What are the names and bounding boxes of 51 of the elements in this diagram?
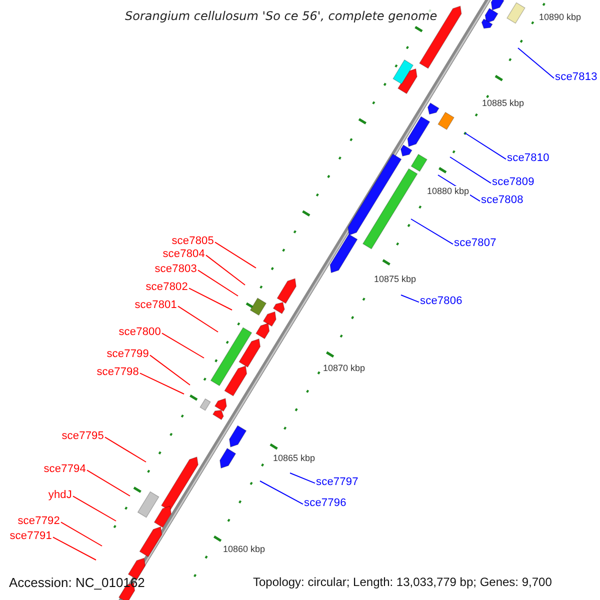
scale-label: 10870 kbp (322, 363, 366, 373)
gene-label: sce7794 (44, 463, 86, 475)
scale-label: 10885 kbp (481, 98, 526, 108)
gene-label: sce7813 (555, 71, 598, 83)
footer-text: Topology: circular; Length: 13,033,779 bp; Genes: 9,700 (253, 575, 552, 589)
gene-label: sce7796 (304, 497, 346, 509)
gene-label: sce7802 (146, 281, 188, 293)
leader-line (206, 254, 246, 286)
gene-label: sce7805 (172, 235, 214, 247)
gene-label: sce7792 (18, 515, 60, 527)
gene-label: sce7807 (454, 237, 496, 249)
leader-line (188, 288, 232, 310)
scale-label: 10865 kbp (272, 453, 316, 463)
gene-label: sce7810 (507, 152, 550, 164)
leader-line (150, 354, 190, 386)
chart-title: Sorangium cellulosum 'So ce 56', complete genome (124, 9, 438, 23)
gene-label: sce7808 (481, 194, 524, 206)
footer-text: Accession: NC_010162 (9, 575, 145, 590)
leader-line (518, 48, 554, 79)
gene-label: sce7791 (10, 530, 52, 542)
leader-line (86, 470, 130, 496)
leader-line (450, 156, 492, 184)
leader-line (178, 306, 218, 332)
gene-label: sce7795 (62, 430, 104, 442)
leader-line (290, 472, 316, 484)
leader-line (140, 372, 184, 394)
leader-line (60, 522, 102, 546)
gene-label: sce7809 (492, 176, 534, 188)
scale-label: 10860 kbp (222, 544, 266, 554)
gene-label: sce7797 (316, 476, 358, 488)
leader-line (260, 480, 304, 505)
leader-line (104, 436, 146, 462)
scale-label: 10880 kbp (426, 186, 470, 196)
gene-label: sce7800 (118, 326, 161, 338)
leader-line (410, 218, 454, 245)
leader-line (214, 242, 256, 268)
leader-line (198, 270, 238, 296)
gene-label: yhdJ (48, 489, 72, 501)
gene-label: sce7803 (154, 263, 197, 275)
scale-label: 10890 kbp (538, 12, 582, 22)
leader-line (72, 496, 116, 522)
gene-label: sce7799 (106, 348, 149, 360)
scale-label: 10875 kbp (373, 274, 418, 284)
leader-line (52, 536, 96, 560)
leader-line (464, 132, 506, 160)
gene-label: sce7804 (162, 248, 205, 260)
gene-label: sce7806 (420, 295, 462, 307)
leader-line (162, 332, 204, 358)
gene-label: sce7801 (134, 299, 177, 311)
leader-line (400, 294, 420, 303)
gene-label: sce7798 (96, 366, 139, 378)
